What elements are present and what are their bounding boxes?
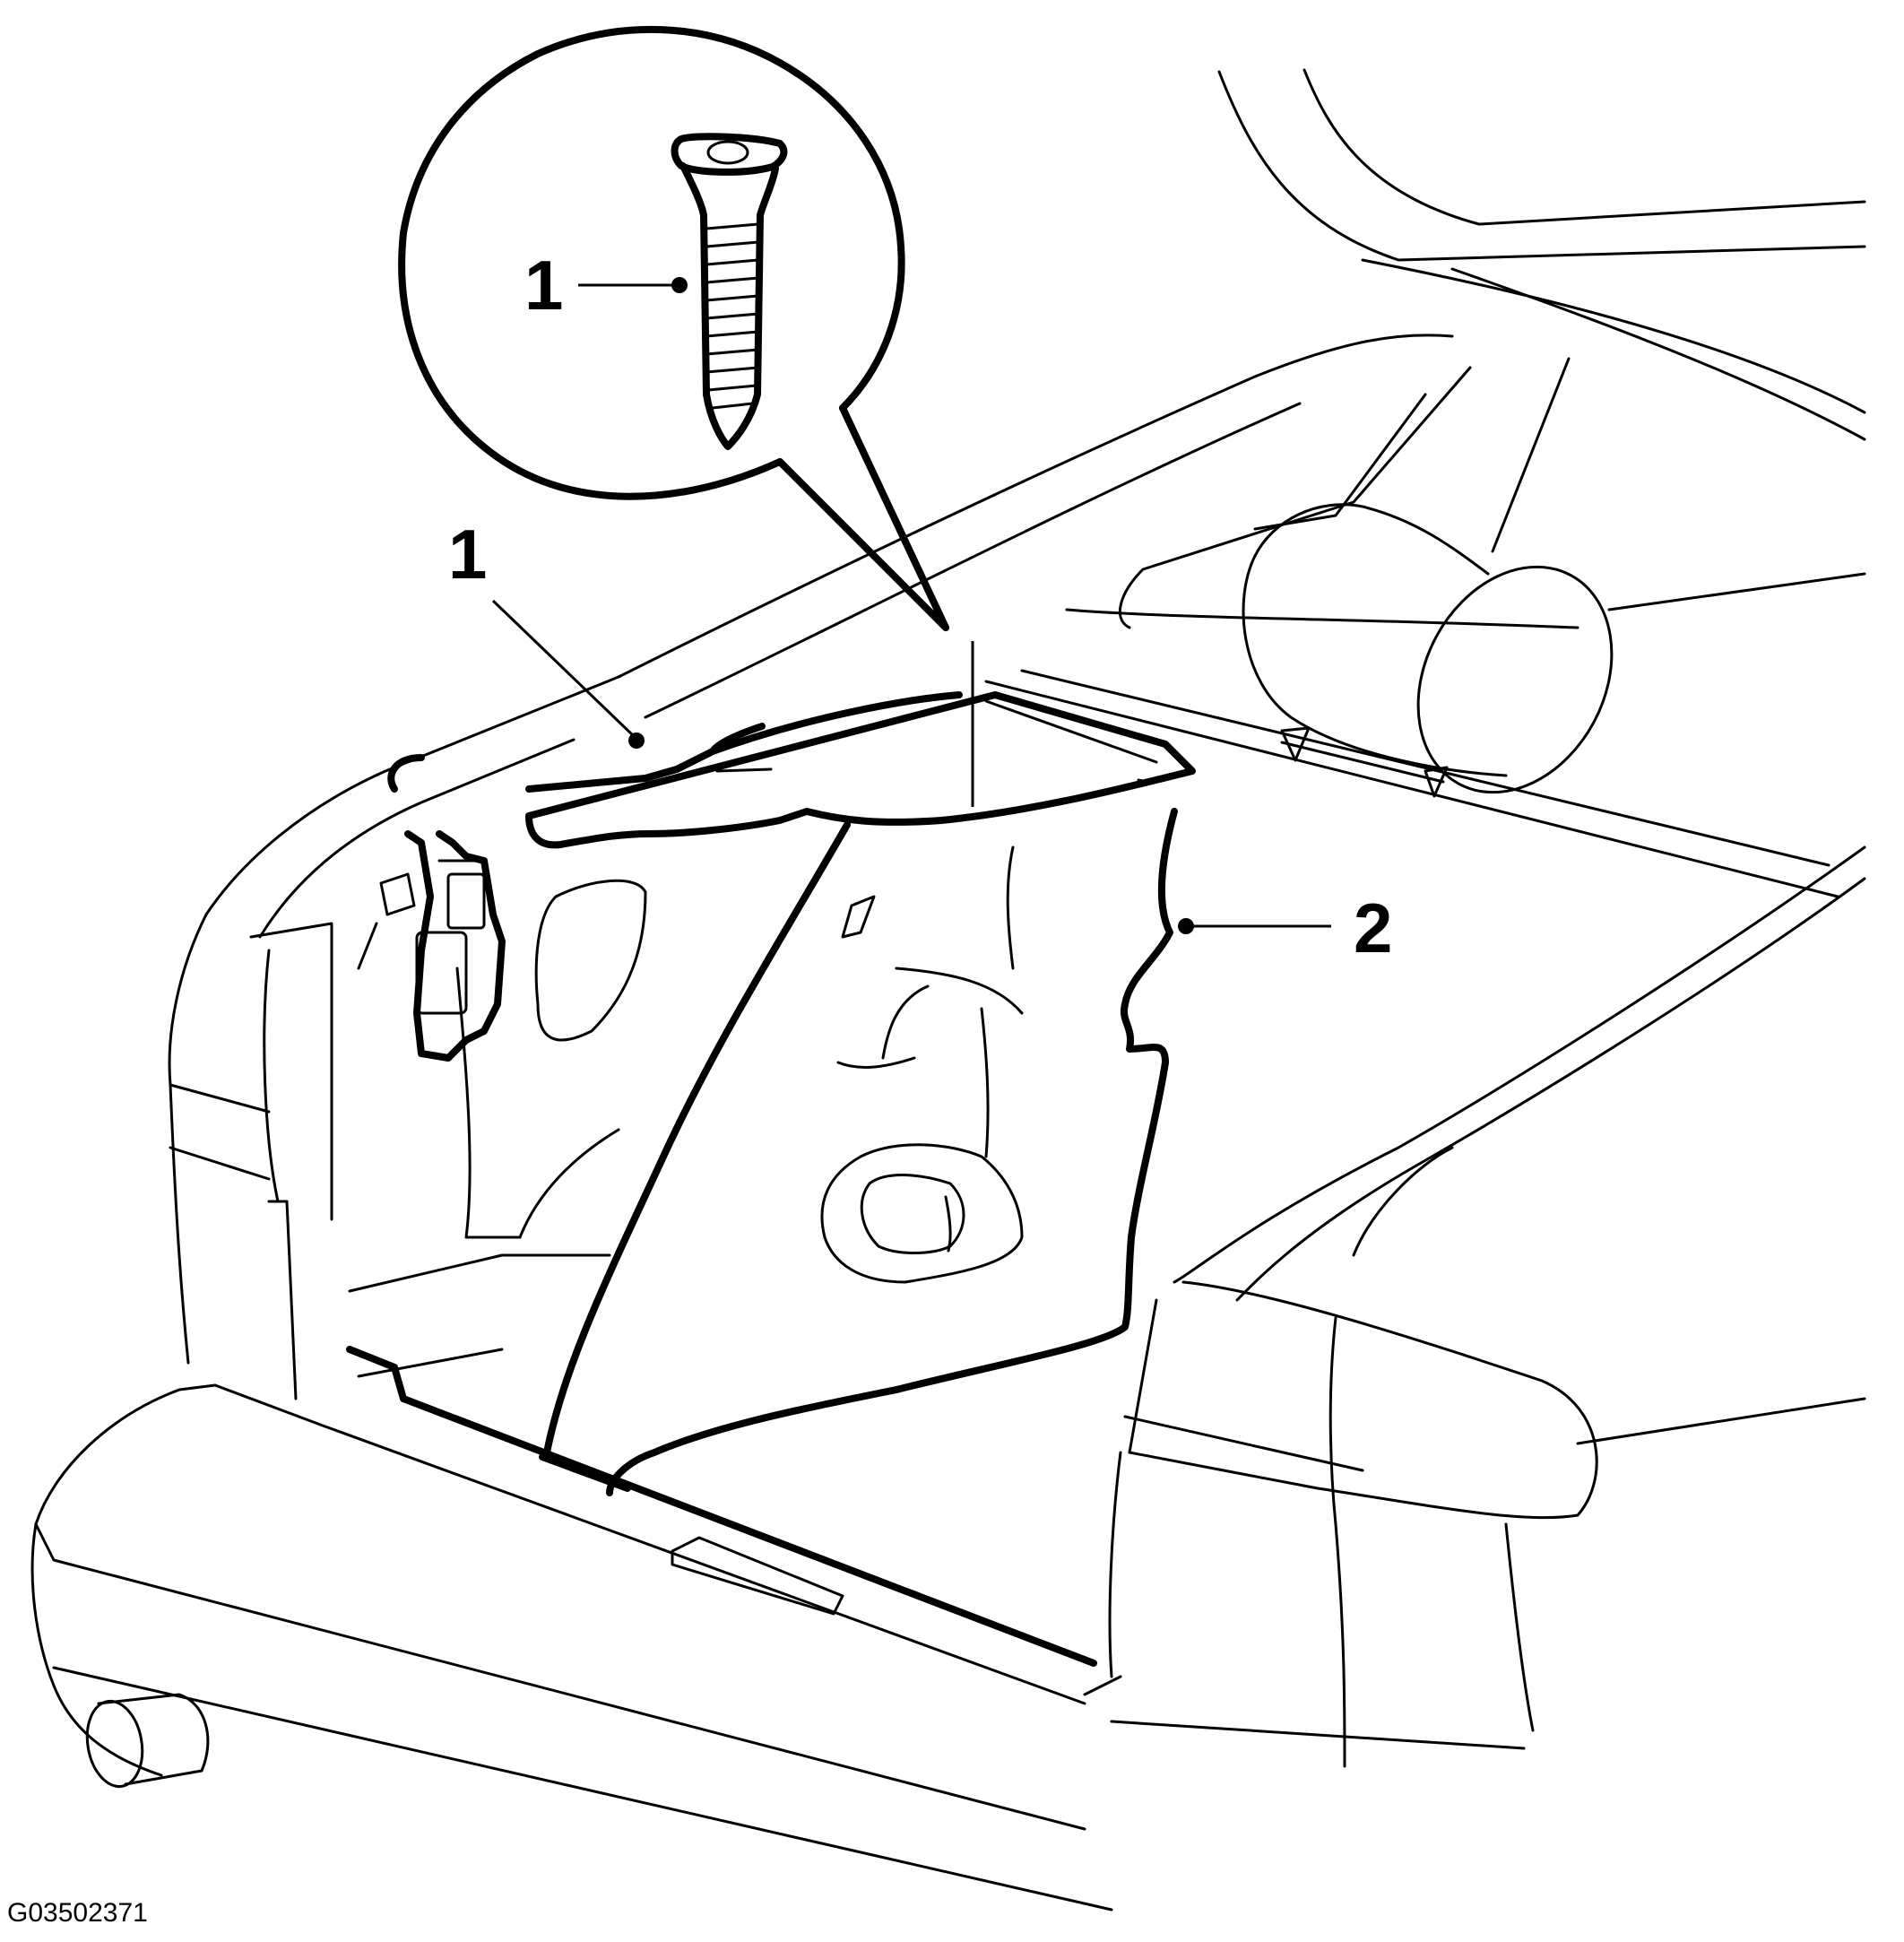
- trim-panel-details: [820, 845, 1024, 1284]
- callout-screw-location: 1: [448, 515, 645, 749]
- callout-label-screw-detail: 1: [524, 246, 563, 325]
- side-trim-panel: [346, 808, 1178, 1667]
- callout-screw-detail: 1: [524, 246, 688, 325]
- figure-id: G03502371: [7, 1898, 148, 1928]
- callout-label-screw-location: 1: [448, 515, 487, 594]
- trunk-latch-actuator: [379, 754, 506, 1062]
- callout-label-side-trim-panel: 2: [1354, 889, 1392, 967]
- callout-side-trim-panel: 2: [1178, 889, 1392, 967]
- screw-icon: [671, 133, 788, 450]
- car-body-outline: [30, 68, 1866, 1912]
- screw-detail-inset: [398, 25, 949, 631]
- trim-upper-bracket: [525, 691, 1196, 849]
